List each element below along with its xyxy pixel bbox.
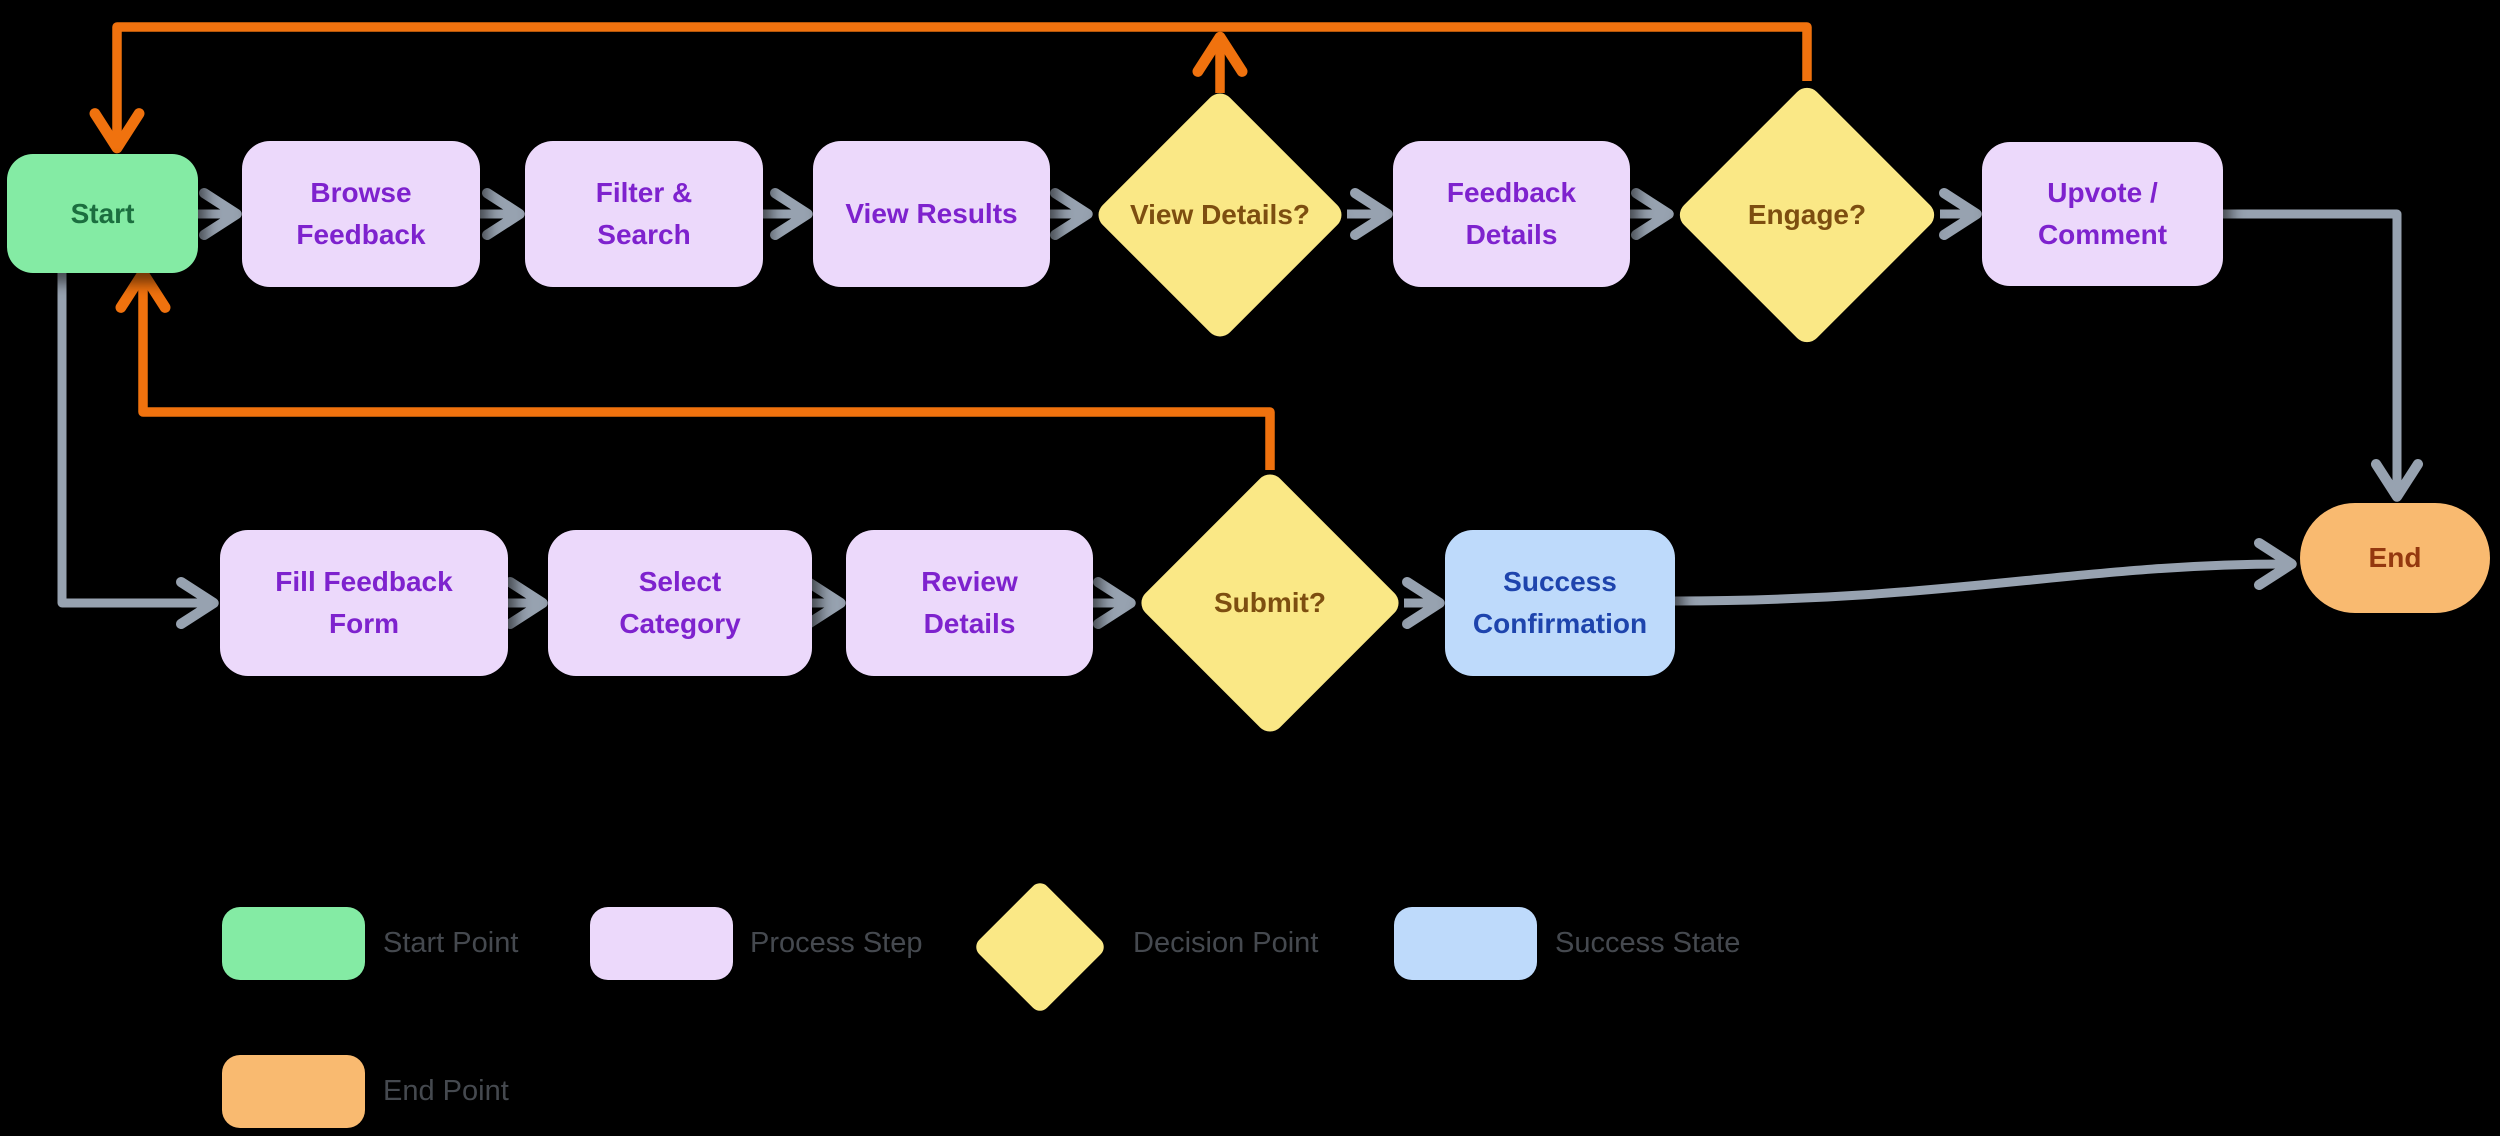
node-label-line: Success [1503, 566, 1617, 597]
edge-upvote-to-end [2223, 209, 2424, 502]
edge-engage-loop-to-start [89, 22, 1812, 154]
node-label-line: Start [70, 197, 135, 229]
node-label: View Details? [1070, 125, 1370, 305]
edge-submit-loop-to-start [115, 267, 1275, 470]
node-label-line: Confirmation [1472, 608, 1648, 639]
node-label: Start [71, 193, 135, 235]
node-engage: Engage? [1674, 82, 1940, 348]
process-step-swatch-icon [590, 907, 733, 980]
start-point-swatch-icon [222, 907, 365, 980]
node-label-line: Fill Feedback [275, 566, 453, 597]
legend-label: Start Point [383, 927, 519, 959]
edge-success-to-end [1674, 537, 2297, 606]
node-label-line: End [2368, 542, 2422, 573]
node-start: Start [7, 154, 198, 273]
legend-label: Process Step [750, 927, 923, 959]
node-label-line: Submit? [1214, 587, 1326, 618]
node-label-line: Form [329, 608, 399, 639]
node-view-details: View Details? [1092, 87, 1348, 343]
node-label-line: Upvote / [2047, 177, 2158, 208]
node-label-line: Category [619, 608, 741, 639]
legend-label: Success State [1555, 927, 1741, 959]
node-label-line: Comment [2037, 219, 2168, 250]
node-view-results: View Results [813, 141, 1050, 287]
edge-start-to-fillform [57, 273, 219, 630]
end-point-swatch-icon [222, 1055, 365, 1128]
node-label-line: Browse [310, 177, 412, 208]
node-label: Submit? [1115, 508, 1425, 698]
node-label-line: Select [638, 566, 722, 597]
node-label-line: View Details? [1129, 199, 1310, 230]
node-end: End [2300, 503, 2490, 613]
node-upvote-comment: Upvote / Comment [1982, 142, 2223, 286]
node-label-line: Feedback [296, 219, 426, 250]
node-label: View Results [845, 193, 1017, 235]
node-label-line: Filter & [595, 177, 693, 208]
node-filter-search: Filter & Search [525, 141, 763, 287]
node-label: Filter & Search [596, 172, 692, 256]
node-label: Upvote / Comment [2038, 172, 2167, 256]
node-label: Engage? [1653, 121, 1961, 309]
node-label-line: View Results [845, 198, 1018, 229]
node-label-line: Details [923, 608, 1016, 639]
legend-label: End Point [383, 1075, 509, 1107]
success-state-swatch-icon [1394, 907, 1537, 980]
node-label-line: Details [1465, 219, 1558, 250]
legend-label: Decision Point [1133, 927, 1319, 959]
node-label-line: Search [597, 219, 691, 250]
node-submit: Submit? [1135, 468, 1405, 738]
node-label-line: Feedback [1446, 177, 1577, 208]
node-label-line: Engage? [1747, 199, 1867, 230]
node-label: End [2369, 537, 2422, 579]
node-label-line: Review [921, 566, 1018, 597]
